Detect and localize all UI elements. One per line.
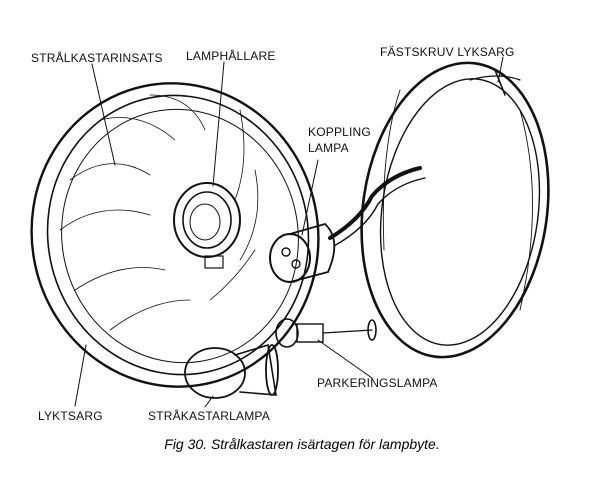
cable	[328, 166, 422, 240]
headlamp-bulb	[184, 343, 279, 399]
reflector-insert	[30, 82, 320, 388]
figure-caption: Fig 30. Strålkastaren isärtagen för lamp…	[164, 436, 440, 452]
label-koppling: KOPPLING	[308, 125, 371, 139]
label-strakastarlampa: STRÅKASTARLAMPA	[148, 409, 270, 423]
label-parkeringslampa: PARKERINGSLAMPA	[317, 376, 438, 390]
headlight-rim	[360, 61, 550, 359]
label-lyktsarg: LYKTSARG	[38, 409, 103, 423]
label-lampa: LAMPA	[308, 141, 349, 155]
lamp-holder	[173, 182, 241, 269]
label-stralkastarinsats: STRÅLKASTARINSATS	[31, 51, 163, 65]
label-lamphallare: LAMPHÅLLARE	[186, 49, 276, 63]
lamp-connector	[269, 222, 336, 283]
label-fastskruv-lyksarg: FÄSTSKRUV LYKSARG	[380, 45, 515, 59]
leader-lines	[74, 56, 504, 408]
parking-lamp	[275, 318, 377, 348]
